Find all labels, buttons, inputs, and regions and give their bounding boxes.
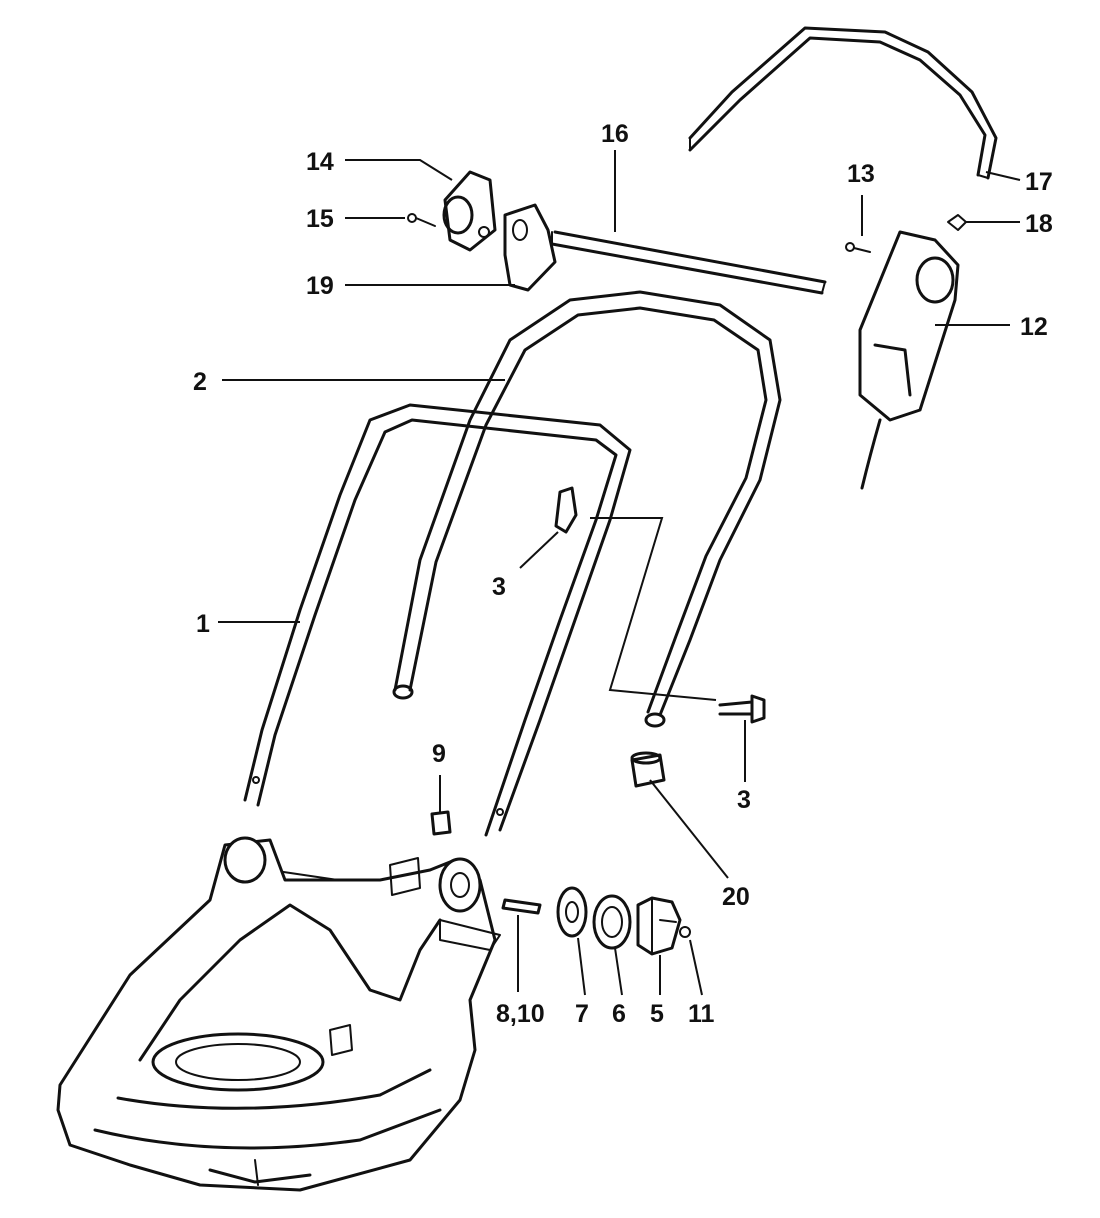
part-11-small-washer [679, 926, 691, 938]
callout-3-upper: 3 [492, 573, 506, 601]
callout-16: 16 [601, 120, 629, 148]
part-14-clamp-block [442, 170, 497, 252]
callout-13: 13 [847, 160, 875, 188]
part-6-gear-ring [592, 894, 632, 950]
part-9-block [430, 810, 452, 836]
part-7-washer [556, 886, 588, 938]
callout-8-10: 8,10 [496, 1000, 545, 1028]
callout-7: 7 [575, 1000, 589, 1028]
callout-14: 14 [306, 148, 334, 176]
part-2-middle-handle [392, 290, 782, 728]
part-20-sleeve [630, 751, 666, 788]
callout-5: 5 [650, 1000, 664, 1028]
callout-19: 19 [306, 272, 334, 300]
callout-18: 18 [1025, 210, 1053, 238]
part-13-screw [845, 242, 871, 253]
part-16-rod [550, 230, 827, 295]
callout-11: 11 [688, 1000, 715, 1028]
callout-1: 1 [196, 610, 210, 638]
callout-9: 9 [432, 740, 446, 768]
callout-17: 17 [1025, 168, 1053, 196]
part-18-clip [947, 214, 967, 231]
callout-2: 2 [193, 368, 207, 396]
part-19-bracket [503, 203, 557, 292]
part-17-upper-handle-bar [688, 26, 998, 180]
part-12-switch-box [858, 230, 960, 490]
part-3-fitting-upper [554, 486, 578, 534]
callout-20: 20 [722, 883, 750, 911]
part-1-lower-handle [243, 403, 632, 837]
callout-12: 12 [1020, 313, 1048, 341]
part-3-bolt-lower [718, 694, 766, 724]
connector-bracket-line [590, 517, 717, 701]
callout-3-lower: 3 [737, 786, 751, 814]
part-15-screw [407, 213, 436, 227]
callout-6: 6 [612, 1000, 626, 1028]
callout-15: 15 [306, 205, 334, 233]
part-5-hex-nut [636, 896, 682, 956]
mower-deck [56, 836, 501, 1192]
leader-lines [218, 150, 1021, 996]
